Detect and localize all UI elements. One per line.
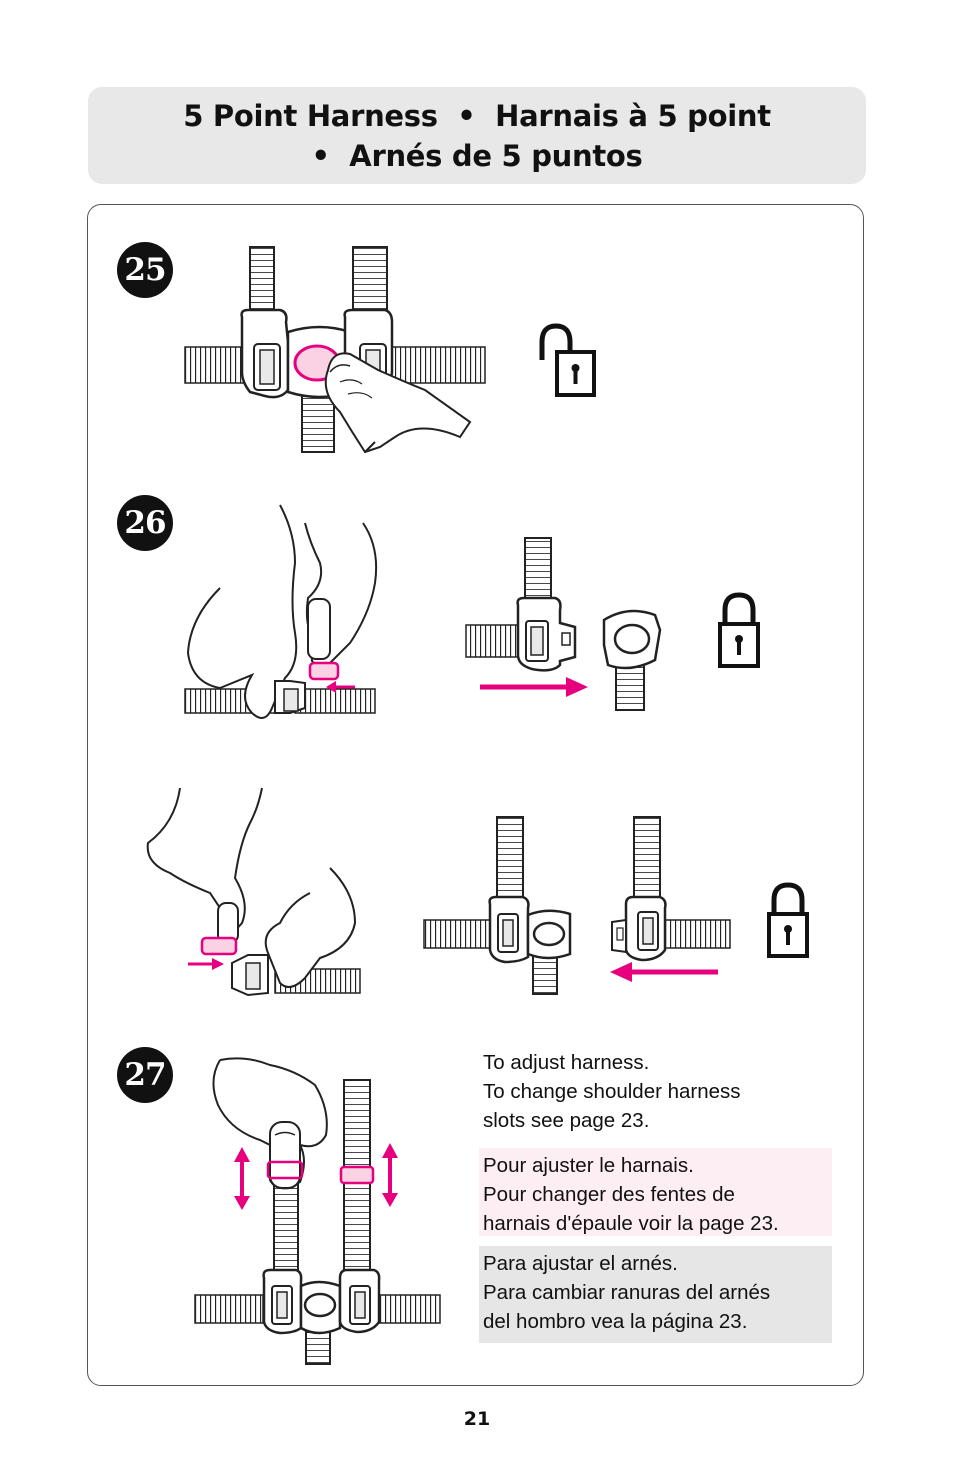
french-line-1: Pour ajuster le harnais. [483, 1154, 694, 1177]
spanish-line-3: del hombro vea la página 23. [483, 1310, 748, 1333]
instructions-english: To adjust harness. To change shoulder ha… [479, 1045, 832, 1138]
english-line-2: To change shoulder harness [483, 1080, 741, 1103]
instructions-panel [87, 204, 864, 1386]
step-badge-26: 26 [117, 495, 173, 551]
english-line-3: slots see page 23. [483, 1109, 650, 1132]
lock-open-icon [539, 323, 596, 397]
figure-25-press-release-button [184, 246, 486, 454]
french-line-2: Pour changer des fentes de [483, 1183, 735, 1206]
spanish-line-1: Para ajustar el arnés. [483, 1252, 678, 1275]
figure-26-buckle-separated [465, 537, 662, 711]
page-title-line-2: • Arnés de 5 puntos [311, 138, 643, 173]
spanish-line-2: Para cambiar ranuras del arnés [483, 1281, 771, 1304]
page-title-line-1: 5 Point Harness • Harnais à 5 point [183, 98, 771, 133]
lock-closed-icon [718, 592, 760, 668]
french-line-3: harnais d'épaule voir la page 23. [483, 1212, 779, 1235]
figure-27-adjust-harness [194, 1057, 441, 1365]
instructions-french: Pour ajuster le harnais. Pour changer de… [479, 1148, 832, 1236]
english-line-1: To adjust harness. [483, 1051, 650, 1074]
instructions-spanish: Para ajustar el arnés. Para cambiar ranu… [479, 1246, 832, 1343]
figure-26-buckle-other-side [423, 816, 731, 995]
lock-closed-icon [767, 882, 809, 958]
page-number: 21 [463, 1408, 491, 1430]
title-banner: 5 Point Harness • Harnais à 5 point • Ar… [88, 87, 866, 184]
step-badge-27: 27 [117, 1047, 173, 1103]
step-badge-25: 25 [117, 242, 173, 298]
figure-26-insert-second-tongue [146, 787, 361, 997]
figure-26-insert-tongue [184, 504, 378, 719]
